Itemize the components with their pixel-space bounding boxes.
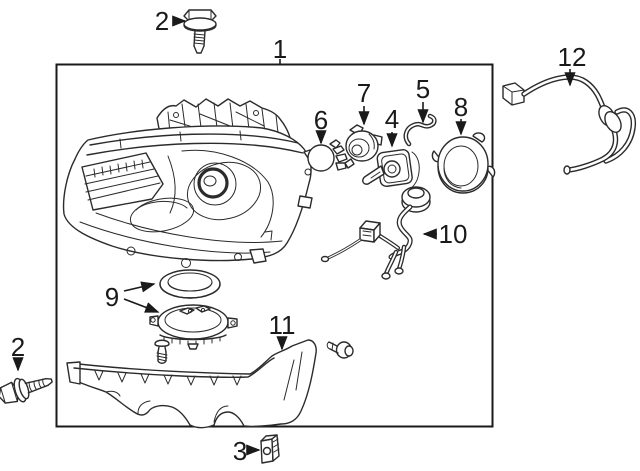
part-5-retainer-spring-drawing (403, 113, 437, 147)
callout-label-2-top: 2 (155, 6, 169, 36)
part-4-hid-bulb-drawing (362, 149, 420, 189)
callout-label-5: 5 (416, 74, 430, 104)
part-8-retainer-ring-drawing (431, 132, 496, 194)
callout-label-8: 8 (454, 92, 468, 122)
part-10-wiring-harness-drawing (320, 186, 431, 280)
callout-label-10: 10 (439, 219, 468, 249)
callout-label-7: 7 (357, 78, 371, 108)
callouts: 1 2 2 3 4 5 6 7 8 9 10 11 12 (11, 6, 587, 466)
callout-arrow-9a (123, 281, 156, 293)
callout-label-1: 1 (273, 34, 287, 64)
callout-label-9: 9 (105, 282, 119, 312)
callout-label-4: 4 (385, 104, 399, 134)
callout-label-12: 12 (558, 42, 587, 72)
callout-label-11: 11 (269, 310, 296, 340)
part-9-seal-and-ballast-drawing (149, 269, 238, 364)
part-2-bottom-bolt-drawing (0, 377, 53, 404)
callout-label-6: 6 (314, 105, 328, 135)
part-11-headlamp-bracket-drawing (66, 339, 354, 429)
callout-label-2-bottom: 2 (11, 332, 25, 362)
part-3-retainer-clip-drawing (260, 434, 280, 464)
part-12-harness-hose-drawing (502, 74, 637, 175)
callout-label-3: 3 (233, 436, 247, 466)
part-2-top-bolt-drawing (183, 9, 217, 54)
part-7-bulb-socket-drawing (344, 124, 383, 169)
part-1-headlamp-assembly-drawing (62, 98, 321, 268)
callout-arrow-9b (123, 298, 160, 313)
part-6-signal-bulb-drawing (307, 139, 348, 172)
